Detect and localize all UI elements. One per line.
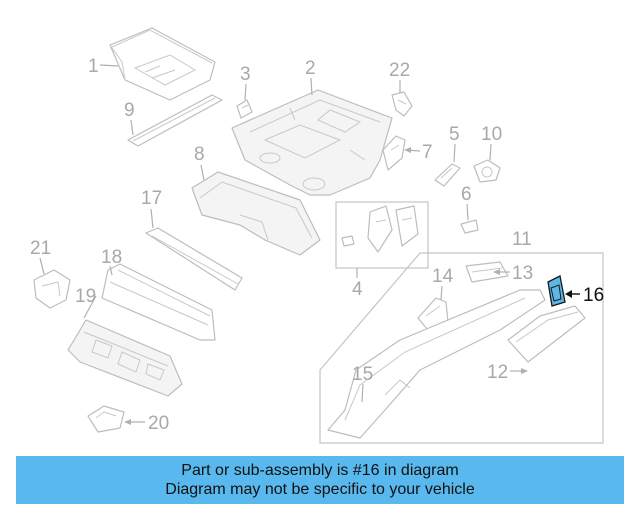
part-18-rear-panel: [101, 263, 216, 341]
callout-10: 10: [481, 124, 502, 145]
part-10-mount: [473, 159, 501, 183]
part-4-bracket-set: [341, 205, 419, 253]
part-13-bracket: [465, 261, 509, 283]
part-1-spare-tire-tub: [109, 27, 216, 101]
callout-2: 2: [305, 58, 316, 79]
part-5-bracket: [434, 163, 461, 187]
part-8-cross-member: [191, 171, 321, 256]
part-12-rail-extension: [507, 305, 586, 363]
info-banner: Part or sub-assembly is #16 in diagram D…: [16, 456, 624, 504]
part-11-frame: [319, 252, 604, 444]
callout-3: 3: [240, 64, 251, 85]
callout-4: 4: [352, 279, 363, 300]
part-4-frame: [335, 201, 429, 269]
callout-22: 22: [389, 60, 410, 81]
parts-diagram: 1 9 3 2 22 7 5: [30, 27, 604, 444]
part-22-bracket: [391, 91, 413, 117]
callout-13: 13: [512, 263, 533, 284]
part-21-bracket: [33, 269, 71, 309]
callout-9: 9: [124, 100, 135, 121]
callout-7: 7: [422, 142, 433, 163]
part-9-reinforcement: [127, 94, 223, 147]
part-19-bulkhead: [67, 319, 183, 397]
callout-12: 12: [487, 362, 508, 383]
banner-line-1: Part or sub-assembly is #16 in diagram: [181, 462, 459, 479]
callout-17: 17: [141, 188, 162, 209]
callout-18: 18: [101, 247, 122, 268]
callout-11: 11: [512, 229, 532, 250]
callout-19: 19: [75, 286, 96, 307]
part-6-bracket: [460, 219, 479, 234]
callout-6: 6: [461, 184, 472, 205]
part-14-bracket: [417, 297, 449, 331]
callout-20: 20: [148, 413, 169, 434]
part-17-rail: [145, 227, 243, 291]
callout-15: 15: [352, 364, 373, 385]
part-7-bracket: [382, 135, 406, 171]
callout-14: 14: [432, 266, 454, 287]
part-15-rear-rail: [327, 289, 546, 439]
banner-line-2: Diagram may not be specific to your vehi…: [165, 481, 475, 498]
callout-8: 8: [194, 144, 205, 165]
callout-21: 21: [30, 238, 51, 259]
part-20-pan: [87, 405, 125, 433]
callout-1: 1: [88, 56, 99, 77]
part-3-bracket: [236, 99, 253, 119]
callout-16: 16: [583, 285, 604, 306]
part-16-bracket-highlighted[interactable]: [547, 275, 566, 307]
callout-5: 5: [449, 124, 460, 145]
part-2-rear-floor-pan: [231, 89, 393, 196]
